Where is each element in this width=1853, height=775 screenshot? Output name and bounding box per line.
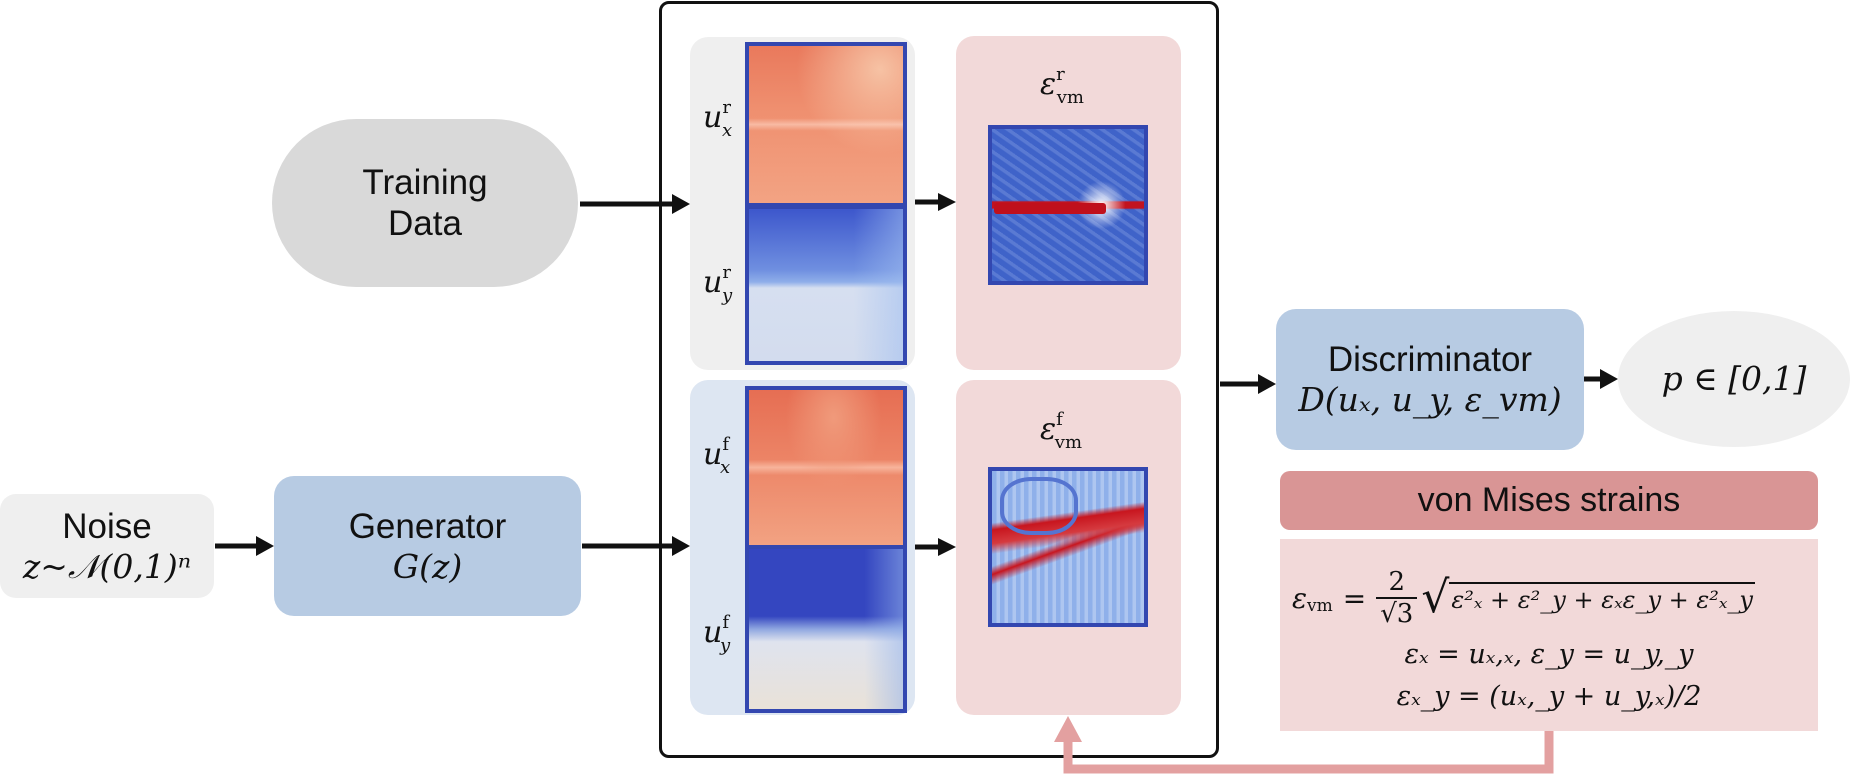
real-ux-field-image [745, 42, 907, 207]
training-data-line2: Data [388, 204, 462, 243]
crack-line [994, 203, 1106, 214]
pipeline-frame [659, 1, 1219, 758]
fake-ux-field-image [745, 386, 907, 549]
noise-node: Noise z~𝒩(0,1)ⁿ [0, 494, 214, 598]
generator-formula: G(z) [392, 546, 463, 586]
shear-strain-equation: εₓ_y = (uₓ,_y + u_y,ₓ)/2 [1396, 681, 1702, 712]
generator-node: Generator G(z) [274, 476, 581, 616]
strains-title: von Mises strains [1417, 481, 1681, 520]
arrow-noise-to-generator [215, 536, 274, 556]
real-ux-label: urx [703, 97, 733, 141]
output-probability-node: p ∈ [0,1] [1618, 311, 1850, 447]
arrow-real-disp-to-strain [915, 193, 956, 211]
normal-strain-equation: εₓ = uₓ,ₓ, ε_y = u_y,_y [1404, 639, 1694, 670]
discriminator-node: Discriminator D(uₓ, u_y, ε_vm) [1276, 309, 1584, 450]
fake-strain-label: εfvm [1040, 409, 1083, 453]
arrow-strains-feedback [1054, 716, 1554, 774]
fake-strain-field-image [988, 467, 1148, 627]
generator-title: Generator [348, 506, 507, 546]
real-uy-label: ury [703, 262, 733, 306]
artifact-loop [1000, 477, 1078, 535]
output-formula: p ∈ [0,1] [1661, 359, 1807, 399]
training-data-line1: Training [362, 162, 488, 202]
training-data-node: Training Data [272, 119, 578, 287]
real-strain-field-image [988, 125, 1148, 285]
noise-formula: z~𝒩(0,1)ⁿ [22, 546, 192, 586]
arrow-training-to-real [580, 194, 690, 214]
strains-header: von Mises strains [1280, 471, 1818, 530]
real-strain-label: εrvm [1040, 64, 1084, 108]
discriminator-title: Discriminator [1327, 340, 1533, 380]
discriminator-formula: D(uₓ, u_y, ε_vm) [1298, 380, 1562, 420]
arrow-fake-disp-to-strain [915, 538, 956, 556]
arrow-discriminator-to-output [1584, 369, 1618, 389]
arrow-frame-to-discriminator [1220, 374, 1276, 394]
fake-uy-field-image [745, 545, 907, 713]
fake-uy-label: ufy [703, 612, 731, 656]
arrow-generator-to-fake [582, 536, 690, 556]
real-uy-field-image [745, 205, 907, 365]
noise-title: Noise [62, 506, 152, 546]
fake-ux-label: ufx [703, 434, 731, 478]
